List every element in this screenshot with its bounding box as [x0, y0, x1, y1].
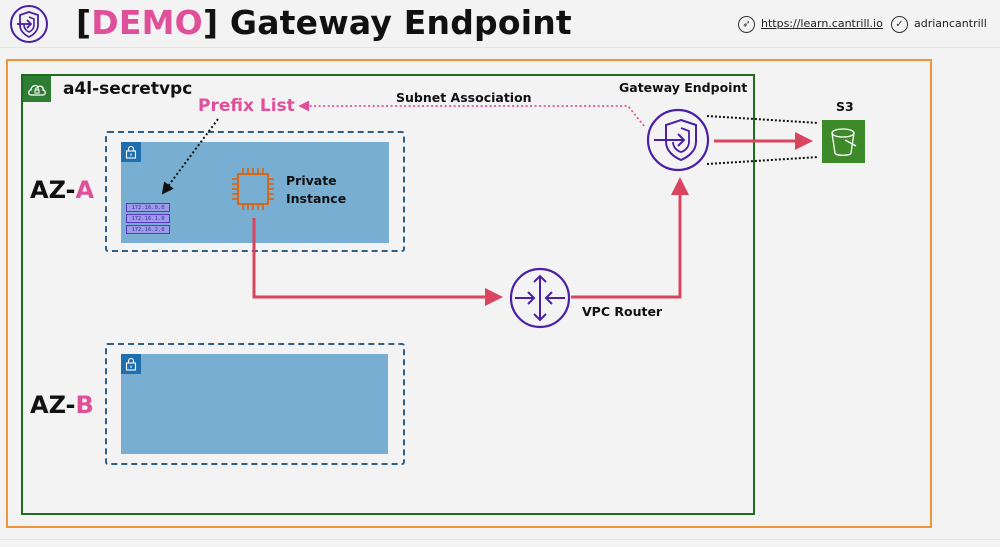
- subnet-lock-icon: [121, 354, 141, 374]
- s3-service: [822, 120, 865, 163]
- s3-label: S3: [836, 99, 854, 114]
- title-main: ] Gateway Endpoint: [202, 3, 572, 42]
- subnet-association-connector: [298, 100, 645, 127]
- az-b-prefix: AZ-: [30, 391, 76, 419]
- prefix-list-entry: 172.16.2.0: [126, 225, 170, 234]
- prefix-list-connector: [161, 118, 219, 195]
- ec2-instance-chip-icon: [229, 166, 277, 212]
- title-demo-accent: DEMO: [91, 3, 203, 42]
- aws-region-boundary: [6, 59, 932, 528]
- az-b-letter: B: [75, 391, 94, 419]
- prefix-list-entry: 172.16.1.0: [126, 214, 170, 223]
- instance-label-line2: Instance: [286, 191, 347, 206]
- endpoint-s3-dotted-top: [706, 115, 819, 124]
- vpc-router-label: VPC Router: [582, 304, 663, 319]
- az-b-boundary: [105, 343, 405, 465]
- az-b-label: AZ-B: [30, 391, 94, 419]
- compass-icon: ➶: [738, 16, 755, 33]
- vpc-boundary: [21, 74, 755, 515]
- subnet-association-label: Subnet Association: [396, 90, 532, 105]
- twitter-bird-icon: ✓: [891, 16, 908, 33]
- az-a-letter: A: [75, 176, 95, 204]
- az-a-prefix: AZ-: [30, 176, 76, 204]
- vpc-name-label: a4l-secretvpc: [63, 79, 193, 99]
- vpc-cloud-lock-icon: [23, 76, 51, 102]
- footer-divider: [0, 539, 1000, 540]
- az-a-label: AZ-A: [30, 176, 94, 204]
- instance-label-line1: Private: [286, 173, 337, 188]
- twitter-handle-link[interactable]: adriancantrill: [914, 17, 987, 30]
- instance-to-router-arrow: [252, 218, 503, 306]
- az-b-private-subnet: [121, 354, 388, 454]
- prefix-list-label: Prefix List: [198, 96, 295, 116]
- title-bracket-open: [: [76, 3, 92, 42]
- website-link[interactable]: https://learn.cantrill.io: [761, 17, 883, 30]
- gateway-endpoint-icon: [646, 108, 710, 172]
- header-logo: [9, 4, 49, 44]
- vpc-router-icon: [509, 267, 571, 329]
- header-divider: [0, 47, 1000, 48]
- prefix-list-entry: 172.16.0.0: [126, 203, 170, 212]
- subnet-lock-icon: [121, 142, 141, 162]
- endpoint-s3-dotted-bottom: [706, 156, 819, 165]
- gateway-endpoint-shield-icon: [10, 5, 48, 43]
- router-to-endpoint-arrow: [571, 177, 689, 299]
- page-title: [DEMO] Gateway Endpoint: [76, 3, 572, 42]
- gateway-endpoint-label: Gateway Endpoint: [619, 80, 748, 95]
- s3-bucket-icon: [831, 128, 857, 156]
